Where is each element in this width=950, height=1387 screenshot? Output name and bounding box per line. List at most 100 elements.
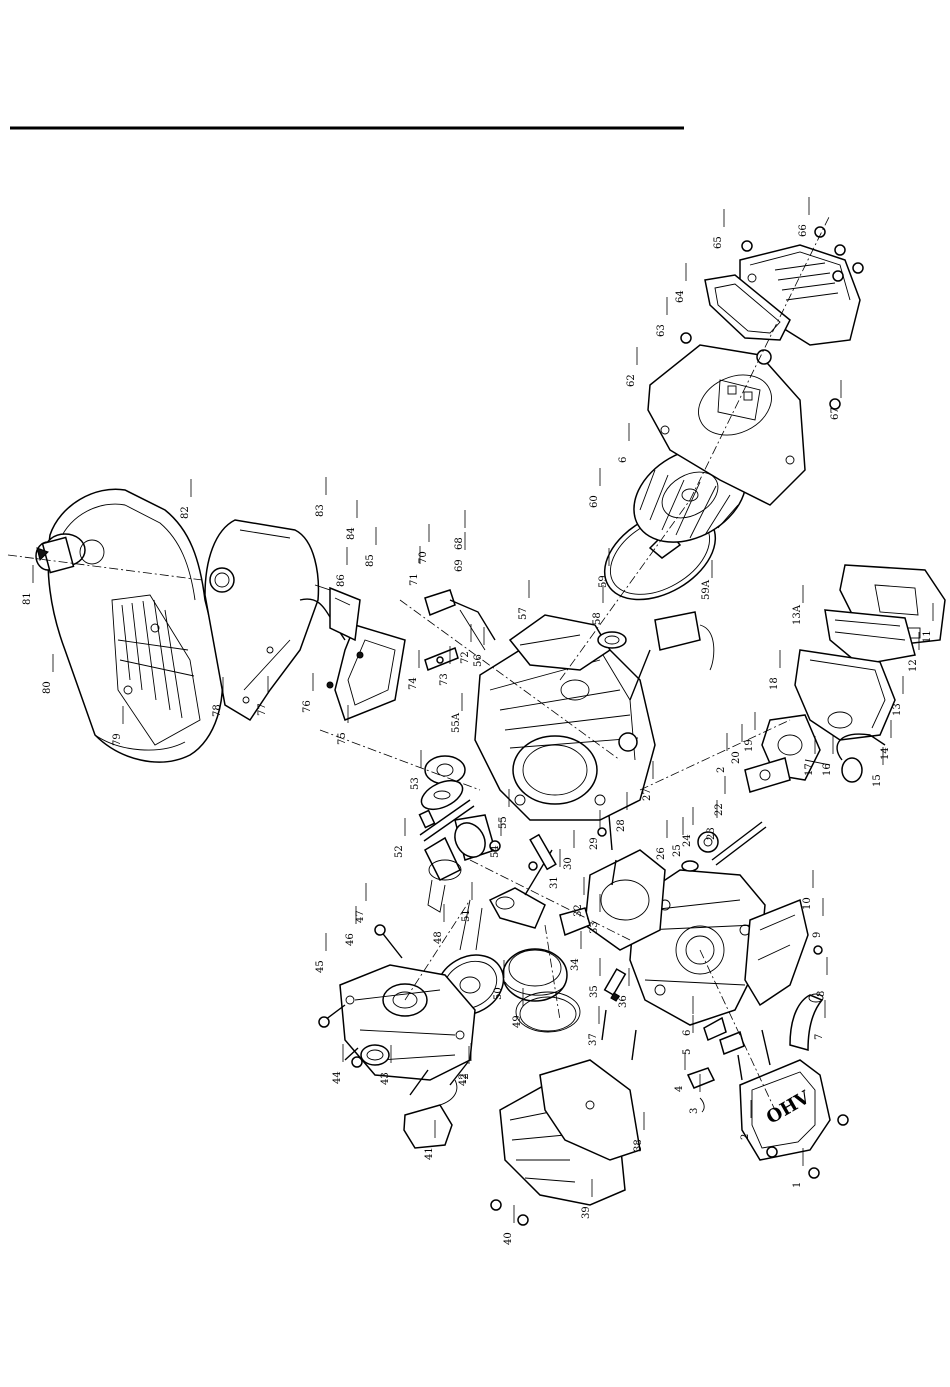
callout-26: 26 [656, 820, 667, 860]
callout-number: 34 [570, 958, 581, 971]
callout-10: 10 [802, 870, 813, 910]
callout-number: 15 [872, 774, 883, 787]
callout-number: 69 [454, 559, 465, 572]
callout-number: 82 [180, 506, 191, 519]
inner-tank [205, 520, 318, 720]
callout-number: 51 [461, 909, 472, 922]
callout-number: 58 [592, 612, 603, 625]
callout-52: 52 [394, 818, 405, 858]
callout-number: 31 [549, 876, 560, 889]
callout-number: 23 [706, 827, 717, 840]
callout-34: 34 [570, 931, 581, 971]
callout-number: 48 [433, 931, 444, 944]
callout-number: 78 [212, 704, 223, 717]
callout-number: 80 [42, 681, 53, 694]
callout-number: 47 [355, 910, 366, 923]
callout-37: 37 [588, 1006, 599, 1046]
callout-number: 57 [518, 607, 529, 620]
callout-number: 83 [315, 504, 326, 517]
callout-number: 35 [589, 985, 600, 998]
callout-number: 59 [598, 575, 609, 588]
callout-4: 4 [674, 1052, 685, 1092]
callout-number: 3 [689, 1108, 700, 1114]
callout-number: 5 [682, 1049, 693, 1055]
callout-18: 18 [769, 650, 780, 690]
callout-number: 46 [345, 933, 356, 946]
callout-55A: 55A [451, 693, 462, 733]
callout-68: 68 [454, 510, 465, 550]
callout-76: 76 [302, 673, 313, 713]
callout-number: 64 [675, 290, 686, 303]
callout-number: 4 [674, 1086, 685, 1092]
callout-number: 77 [257, 703, 268, 716]
callout-65: 65 [713, 209, 724, 249]
throttle-lever [425, 590, 495, 650]
primer-bulb [842, 758, 862, 782]
callout-number: 43 [380, 1072, 391, 1085]
callout-number: 66 [798, 224, 809, 237]
callout-63: 63 [656, 297, 667, 337]
callout-number: 85 [365, 554, 376, 567]
callout-number: 44 [332, 1071, 343, 1084]
callout-number: 14 [880, 747, 891, 760]
callout-number: 40 [503, 1232, 514, 1245]
callout-47: 47 [355, 883, 366, 923]
callout-number: 38 [633, 1139, 644, 1152]
callout-22: 22 [714, 776, 725, 816]
callout-number: 6 [618, 457, 629, 463]
callout-number: 2 [740, 1134, 751, 1140]
callout-62: 62 [626, 347, 637, 387]
governor-shaft-47 [375, 925, 402, 958]
callout-48: 48 [433, 904, 444, 944]
callout-64: 64 [675, 263, 686, 303]
callout-20: 20 [731, 724, 742, 764]
callout-58: 58 [592, 585, 603, 625]
callout-number: 59A [701, 579, 712, 600]
callout-35: 35 [589, 958, 600, 998]
callout-number: 8 [816, 991, 827, 997]
callout-82: 82 [180, 479, 191, 519]
mounting-plate [327, 625, 405, 720]
callout-number: 67 [830, 407, 841, 420]
callout-number: 55 [498, 816, 509, 829]
callout-number: 41 [424, 1147, 435, 1160]
callout-number: 36 [618, 995, 629, 1008]
callout-number: 30 [563, 857, 574, 870]
fuel-tank [48, 489, 222, 762]
callout-53: 53 [410, 750, 421, 790]
muffler-nut-a [491, 1200, 501, 1210]
callout-number: 29 [589, 837, 600, 850]
callout-13A: 13A [792, 585, 803, 625]
oil-alert-sensor [404, 1080, 457, 1148]
callout-number: 6 [682, 1030, 693, 1036]
callout-9: 9 [812, 898, 823, 938]
callout-81: 81 [22, 565, 33, 605]
callout-2b: 2 [716, 733, 727, 773]
valve-cover: OHV [740, 1060, 830, 1160]
callout-number: 32 [573, 904, 584, 917]
insulator [745, 758, 790, 792]
callout-number: 17 [804, 763, 815, 776]
callout-6b: 6 [618, 423, 629, 463]
callout-number: 68 [454, 537, 465, 550]
callout-number: 53 [410, 777, 421, 790]
callout-16: 16 [822, 736, 833, 776]
callout-number: 22 [714, 803, 725, 816]
callout-number: 73 [439, 673, 450, 686]
callout-number: 1 [792, 1182, 803, 1188]
callout-number: 2 [716, 767, 727, 773]
callout-number: 54 [490, 845, 501, 858]
callout-number: 24 [682, 834, 693, 847]
callout-number: 74 [408, 677, 419, 690]
callout-74: 74 [408, 650, 419, 690]
callout-number: 37 [588, 1033, 599, 1046]
governor-arm [425, 648, 458, 670]
callout-number: 52 [394, 845, 405, 858]
callout-number: 7 [814, 1034, 825, 1040]
callout-number: 26 [656, 847, 667, 860]
callout-30: 30 [563, 830, 574, 870]
callout-number: 79 [112, 733, 123, 746]
callout-19: 19 [744, 712, 755, 752]
crankcase-gear-53 [425, 756, 465, 784]
